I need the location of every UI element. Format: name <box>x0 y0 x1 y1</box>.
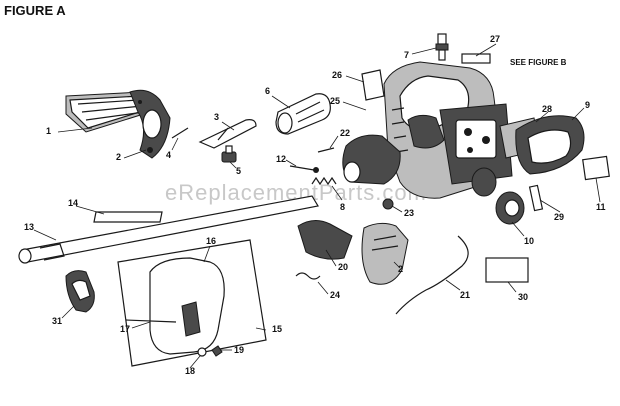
callout-6: 6 <box>265 86 271 96</box>
part-8-spring <box>311 176 337 186</box>
part-23-nut <box>382 198 394 210</box>
callout-27: 27 <box>490 34 501 44</box>
part-7-spark-plug <box>435 33 449 61</box>
part-26-plate <box>361 69 385 101</box>
part-22-screw <box>317 147 335 153</box>
callout-10: 10 <box>524 236 535 246</box>
part-9-cover <box>515 115 585 175</box>
callout-7: 7 <box>404 50 410 60</box>
callout-20: 20 <box>338 262 349 272</box>
callout-2-lower: 2 <box>398 264 404 274</box>
callout-2-upper: 2 <box>116 152 122 162</box>
part-5-knob <box>221 145 237 163</box>
part-14-decal <box>93 211 163 223</box>
callout-21: 21 <box>460 290 471 300</box>
callout-3: 3 <box>214 112 220 122</box>
part-21-cable <box>395 235 469 315</box>
callout-5: 5 <box>236 166 242 176</box>
part-1-shroud <box>65 89 171 159</box>
callout-29: 29 <box>554 212 565 222</box>
figure-title: FIGURE A <box>4 3 66 18</box>
callout-18: 18 <box>185 366 196 376</box>
callout-31: 31 <box>52 316 63 326</box>
callout-17: 17 <box>120 324 131 334</box>
part-2-housing <box>361 222 409 285</box>
part-13-shaft <box>18 195 319 264</box>
callout-14: 14 <box>68 198 79 208</box>
callout-25: 25 <box>330 96 341 106</box>
part-10-starter <box>471 167 525 225</box>
part-4-pin <box>171 127 189 139</box>
callout-26: 26 <box>332 70 343 80</box>
part-20-housing <box>297 220 353 260</box>
part-12-bolt <box>289 165 319 173</box>
part-3-latch <box>198 119 257 149</box>
callout-22: 22 <box>340 128 351 138</box>
callout-13: 13 <box>24 222 35 232</box>
callout-23: 23 <box>404 208 415 218</box>
callout-4: 4 <box>166 150 172 160</box>
callout-15: 15 <box>272 324 283 334</box>
part-11-label <box>582 155 610 181</box>
callout-24: 24 <box>330 290 341 300</box>
part-24-spring <box>295 272 321 280</box>
callout-11: 11 <box>596 202 606 212</box>
callout-12: 12 <box>276 154 287 164</box>
callout-19: 19 <box>234 345 245 355</box>
callout-30: 30 <box>518 292 529 302</box>
callout-9: 9 <box>585 100 591 110</box>
part-30-label <box>485 257 529 283</box>
leader-lines <box>33 43 601 369</box>
callout-1: 1 <box>46 126 52 136</box>
part-29-clip <box>528 184 544 212</box>
part-31-throttle <box>65 270 95 313</box>
callout-8: 8 <box>340 202 346 212</box>
part-27-label <box>461 53 491 64</box>
part-15-handle-kit <box>117 239 267 367</box>
engine-assembly <box>342 61 513 199</box>
part-6-grip <box>275 93 331 135</box>
see-figure-b-note: SEE FIGURE B <box>510 58 567 67</box>
callout-28: 28 <box>542 104 553 114</box>
callout-16: 16 <box>206 236 217 246</box>
